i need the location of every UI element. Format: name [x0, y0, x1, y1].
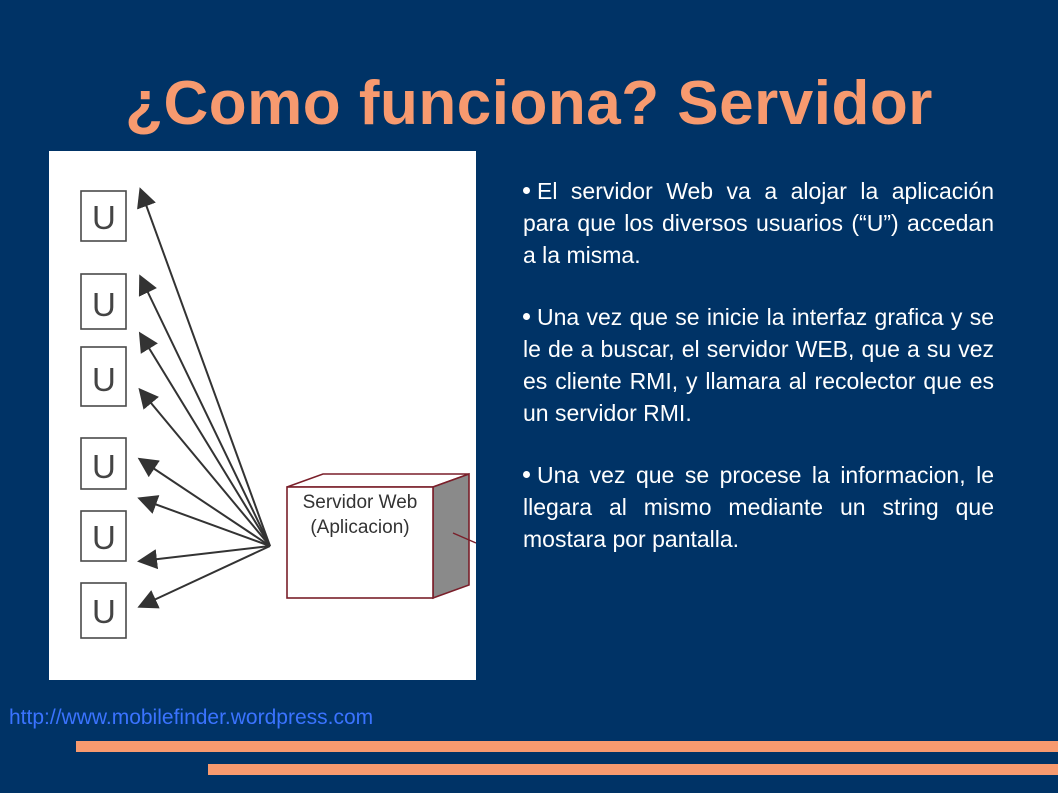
arrow-to-user-4: [138, 387, 271, 547]
source-link[interactable]: http://www.mobilefinder.wordpress.com: [9, 706, 374, 729]
bullet-item-3: Una vez que se procese la informacion, l…: [523, 459, 994, 555]
server-users-diagram: U U U U U U: [49, 151, 476, 680]
arrow-to-user-1: [137, 187, 271, 547]
user-box-6: U: [80, 582, 127, 639]
user-label: U: [92, 519, 116, 556]
diagram-svg: U U U U U U: [80, 187, 476, 639]
bullet-list: El servidor Web va a alojar la aplicació…: [523, 175, 994, 585]
user-label: U: [92, 286, 116, 323]
arrow-to-user-2: [138, 274, 271, 547]
accent-bar-bottom: [208, 764, 1058, 775]
user-label: U: [92, 199, 116, 236]
user-box-2: U: [80, 273, 127, 330]
arrow-group: [137, 187, 271, 609]
arrow-to-user-7: [137, 545, 271, 570]
arrow-to-user-3: [138, 331, 271, 547]
user-label: U: [92, 361, 116, 398]
bullet-text: El servidor Web va a alojar la aplicació…: [523, 178, 994, 268]
server-box: Servidor Web (Aplicacion): [286, 472, 476, 600]
user-box-1: U: [80, 190, 127, 242]
bullet-text: Una vez que se inicie la interfaz grafic…: [523, 304, 994, 426]
server-label-line1: Servidor Web: [303, 492, 418, 513]
bullet-text: Una vez que se procese la informacion, l…: [523, 462, 994, 552]
bullet-item-1: El servidor Web va a alojar la aplicació…: [523, 175, 994, 271]
server-connector: [452, 532, 476, 544]
arrow-to-user-6: [137, 495, 271, 547]
bullet-icon: [523, 471, 530, 479]
server-label-line2: (Aplicacion): [310, 517, 409, 538]
bullet-icon: [523, 313, 530, 321]
user-box-3: U: [80, 346, 127, 407]
slide-title: ¿Como funciona? Servidor: [125, 68, 933, 138]
accent-bar-top: [76, 741, 1058, 752]
arrow-to-user-8: [137, 545, 271, 609]
user-box-5: U: [80, 510, 127, 562]
bullet-icon: [523, 187, 530, 195]
user-label: U: [92, 593, 116, 630]
user-box-4: U: [80, 437, 127, 490]
bullet-item-2: Una vez que se inicie la interfaz grafic…: [523, 301, 994, 429]
user-label: U: [92, 448, 116, 485]
arrow-to-user-5: [137, 457, 271, 547]
